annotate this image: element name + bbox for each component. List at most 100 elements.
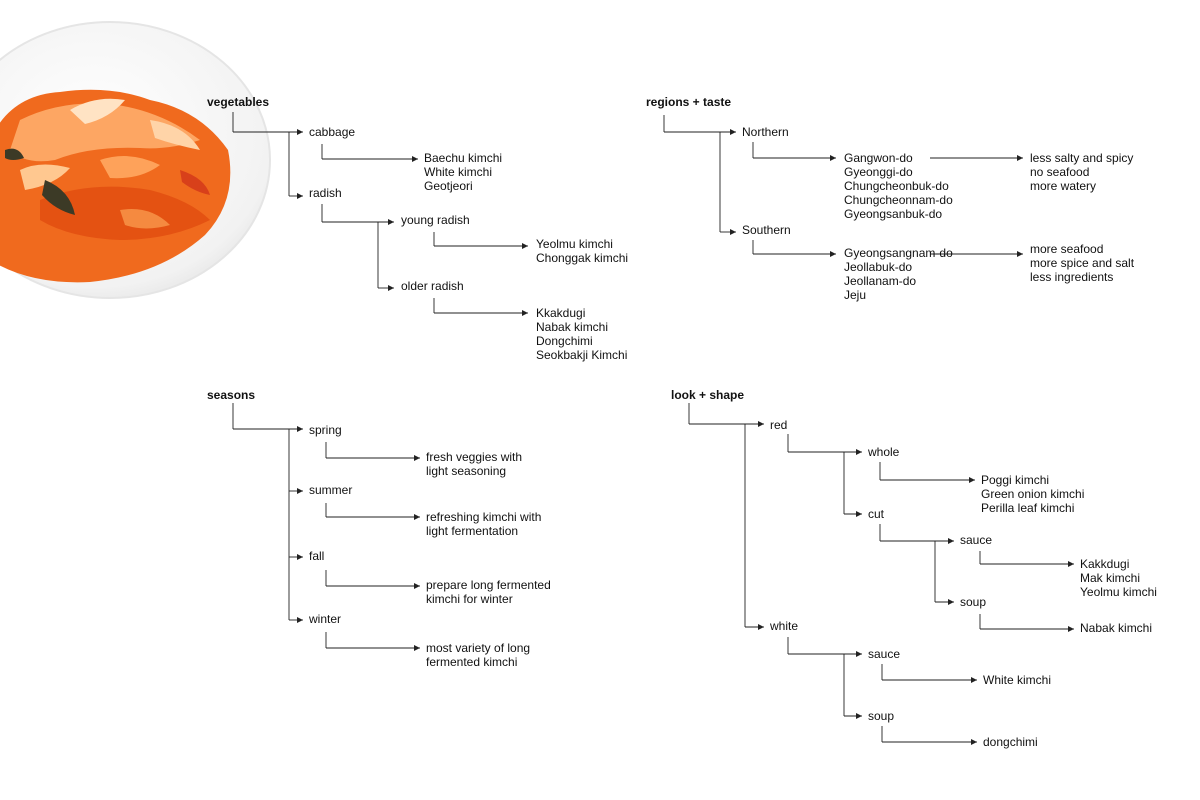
winter-label: winter — [309, 612, 342, 626]
fall-desc: kimchi for winter — [426, 592, 513, 606]
white-sauce-label: sauce — [868, 647, 901, 661]
regions-heading: regions + taste — [646, 95, 732, 109]
arrow-head — [414, 583, 420, 589]
white-label: white — [770, 619, 799, 633]
arrow-head — [414, 514, 420, 520]
northern-taste: less salty and spicy — [1030, 151, 1134, 165]
southern-taste: more seafood — [1030, 242, 1104, 256]
whole-label: whole — [868, 445, 900, 459]
southern-taste: more spice and salt — [1030, 256, 1135, 270]
white-sauce-item: White kimchi — [983, 673, 1052, 687]
whole-item: Perilla leaf kimchi — [981, 501, 1075, 515]
cabbage-item: Geotjeori — [424, 179, 473, 193]
arrow-head — [856, 511, 862, 517]
northern-label: Northern — [742, 125, 789, 139]
northern-province: Chungcheonbuk-do — [844, 179, 949, 193]
arrow-head — [730, 229, 736, 235]
cut-soup-label: soup — [960, 595, 987, 609]
arrow-head — [412, 156, 418, 162]
arrow-head — [297, 426, 303, 432]
look-heading: look + shape — [671, 388, 745, 402]
arrow-head — [388, 285, 394, 291]
arrow-head — [730, 129, 736, 135]
southern-province: Gyeongsangnam-do — [844, 246, 953, 260]
arrow-head — [948, 599, 954, 605]
arrow-head — [297, 488, 303, 494]
older-radish-label: older radish — [401, 279, 464, 293]
whole-item: Poggi kimchi — [981, 473, 1050, 487]
arrow-head — [297, 554, 303, 560]
arrow-head — [1068, 561, 1074, 567]
winter-desc: most variety of long — [426, 641, 531, 655]
spring-desc: fresh veggies with — [426, 450, 523, 464]
radish-label: radish — [309, 186, 342, 200]
arrow-head — [297, 617, 303, 623]
spring-desc: light seasoning — [426, 464, 507, 478]
arrow-head — [856, 651, 862, 657]
southern-province: Jeollabuk-do — [844, 260, 913, 274]
fall-desc: prepare long fermented — [426, 578, 551, 592]
summer-desc: refreshing kimchi with — [426, 510, 542, 524]
arrow-head — [856, 713, 862, 719]
cabbage-item: White kimchi — [424, 165, 493, 179]
cut-sauce-label: sauce — [960, 533, 993, 547]
arrow-head — [1017, 251, 1023, 257]
arrow-head — [969, 477, 975, 483]
older-radish-item: Seokbakji Kimchi — [536, 348, 628, 362]
young-radish-item: Chonggak kimchi — [536, 251, 629, 265]
cut-sauce-item: Mak kimchi — [1080, 571, 1141, 585]
arrow-head — [830, 155, 836, 161]
arrow-head — [522, 243, 528, 249]
arrow-head — [297, 129, 303, 135]
southern-taste: less ingredients — [1030, 270, 1114, 284]
older-radish-item: Dongchimi — [536, 334, 593, 348]
arrow-head — [414, 645, 420, 651]
older-radish-item: Kkakdugi — [536, 306, 586, 320]
arrow-head — [830, 251, 836, 257]
cut-soup-item: Nabak kimchi — [1080, 621, 1153, 635]
arrow-head — [414, 455, 420, 461]
southern-province: Jeollanam-do — [844, 274, 917, 288]
arrow-head — [971, 677, 977, 683]
young-radish-label: young radish — [401, 213, 470, 227]
red-label: red — [770, 418, 788, 432]
northern-province: Gyeonggi-do — [844, 165, 913, 179]
arrow-head — [856, 449, 862, 455]
arrow-head — [948, 538, 954, 544]
kimchi-bowl-icon — [0, 21, 271, 299]
cabbage-item: Baechu kimchi — [424, 151, 503, 165]
northern-taste: no seafood — [1030, 165, 1090, 179]
winter-desc: fermented kimchi — [426, 655, 518, 669]
older-radish-item: Nabak kimchi — [536, 320, 609, 334]
fall-label: fall — [309, 549, 325, 563]
arrow-head — [758, 624, 764, 630]
summer-label: summer — [309, 483, 353, 497]
whole-item: Green onion kimchi — [981, 487, 1085, 501]
cut-sauce-item: Yeolmu kimchi — [1080, 585, 1157, 599]
arrow-head — [971, 739, 977, 745]
arrow-head — [758, 421, 764, 427]
cut-label: cut — [868, 507, 885, 521]
vegetables-heading: vegetables — [207, 95, 270, 109]
arrow-head — [297, 193, 303, 199]
arrow-head — [1068, 626, 1074, 632]
northern-province: Chungcheonnam-do — [844, 193, 953, 207]
northern-province: Gyeongsanbuk-do — [844, 207, 943, 221]
northern-taste: more watery — [1030, 179, 1097, 193]
arrow-head — [388, 219, 394, 225]
white-soup-item: dongchimi — [983, 735, 1038, 749]
seasons-heading: seasons — [207, 388, 256, 402]
northern-province: Gangwon-do — [844, 151, 913, 165]
white-soup-label: soup — [868, 709, 895, 723]
arrow-head — [1017, 155, 1023, 161]
cut-sauce-item: Kakkdugi — [1080, 557, 1130, 571]
cabbage-label: cabbage — [309, 125, 356, 139]
southern-label: Southern — [742, 223, 791, 237]
spring-label: spring — [309, 423, 342, 437]
southern-province: Jeju — [844, 288, 867, 302]
young-radish-item: Yeolmu kimchi — [536, 237, 613, 251]
summer-desc: light fermentation — [426, 524, 519, 538]
arrow-head — [522, 310, 528, 316]
